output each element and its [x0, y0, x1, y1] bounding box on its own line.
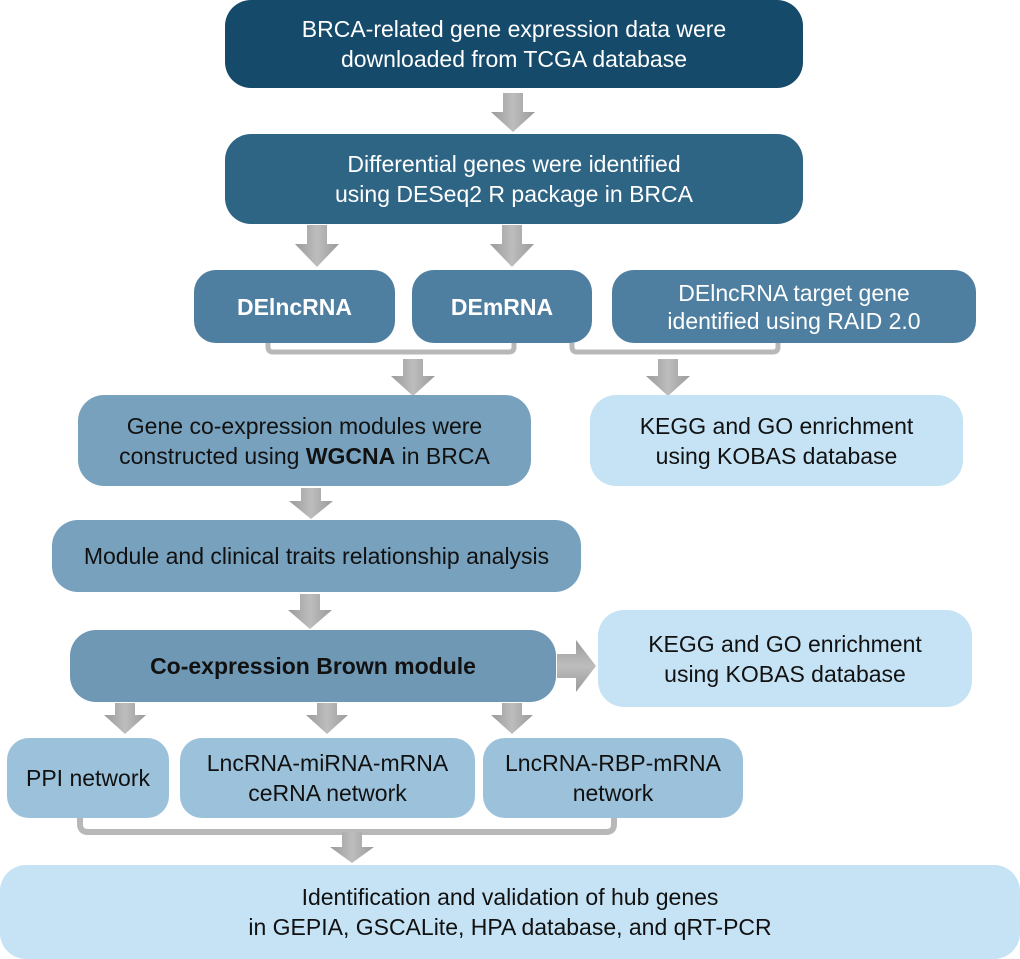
step-text: DElncRNA target gene — [678, 279, 910, 306]
step-brown-module: Co-expression Brown module — [70, 630, 556, 702]
step-text: BRCA-related gene expression data were — [301, 16, 727, 42]
step-kegg-go-enrichment-1: KEGG and GO enrichment using KOBAS datab… — [590, 395, 963, 486]
step-text: network — [572, 780, 654, 806]
step-text-line2: constructed using WGCNA in BRCA — [119, 441, 490, 471]
step-text: Co-expression Brown module — [150, 653, 476, 679]
step-text: DEmRNA — [450, 293, 554, 320]
arrow-down-icon — [289, 488, 333, 519]
step-text: LncRNA-RBP-mRNA — [505, 750, 721, 776]
bracket-connector — [569, 343, 781, 355]
step-text-bold: WGCNA — [305, 442, 396, 469]
arrow-down-icon — [491, 93, 535, 132]
step-download-tcga: BRCA-related gene expression data were d… — [225, 0, 803, 88]
step-module-clinical-traits: Module and clinical traits relationship … — [52, 520, 581, 592]
step-wgcna: Gene co-expression modules were construc… — [78, 395, 531, 486]
step-text: ceRNA network — [248, 780, 407, 806]
step-text: identified using RAID 2.0 — [667, 307, 921, 334]
step-ppi-network: PPI network — [7, 738, 169, 818]
arrow-down-icon — [288, 594, 332, 629]
step-cerna-network: LncRNA-miRNA-mRNA ceRNA network — [180, 738, 475, 818]
step-text: downloaded from TCGA database — [340, 46, 688, 72]
arrow-right-icon — [557, 640, 596, 692]
step-rbp-network: LncRNA-RBP-mRNA network — [483, 738, 743, 818]
step-text: Module and clinical traits relationship … — [83, 543, 550, 569]
step-text: LncRNA-miRNA-mRNA — [206, 750, 449, 776]
arrow-down-icon — [330, 832, 374, 863]
step-text: Differential genes were identified — [347, 151, 681, 177]
arrow-down-icon — [391, 359, 435, 396]
arrow-down-icon — [295, 225, 339, 267]
step-text: KEGG and GO enrichment — [648, 630, 922, 657]
arrow-down-icon — [306, 703, 348, 734]
step-text: Identification and validation of hub gen… — [301, 884, 719, 910]
step-text: constructed using — [119, 442, 306, 469]
step-text: using KOBAS database — [664, 660, 906, 687]
arrow-down-icon — [490, 225, 534, 267]
step-text: using DESeq2 R package in BRCA — [335, 181, 693, 207]
step-text: using KOBAS database — [655, 442, 898, 469]
step-text: in GEPIA, GSCALite, HPA database, and qR… — [248, 914, 772, 940]
arrow-down-icon — [104, 703, 146, 734]
arrow-down-icon — [646, 359, 690, 396]
bracket-connector — [77, 818, 617, 835]
step-hub-genes-validation: Identification and validation of hub gen… — [0, 865, 1020, 959]
step-kegg-go-enrichment-2: KEGG and GO enrichment using KOBAS datab… — [598, 610, 972, 707]
step-differential-genes: Differential genes were identified using… — [225, 134, 803, 224]
step-text: PPI network — [26, 765, 150, 791]
arrow-down-icon — [491, 703, 533, 734]
step-text: in BRCA — [395, 442, 490, 469]
step-text: DElncRNA — [236, 293, 352, 320]
step-demrna: DEmRNA — [412, 270, 592, 343]
bracket-connector — [265, 343, 517, 355]
step-text: KEGG and GO enrichment — [639, 412, 914, 439]
step-raid-target-genes: DElncRNA target gene identified using RA… — [612, 270, 976, 343]
step-delncrna: DElncRNA — [194, 270, 395, 343]
step-text: Gene co-expression modules were — [126, 412, 483, 439]
